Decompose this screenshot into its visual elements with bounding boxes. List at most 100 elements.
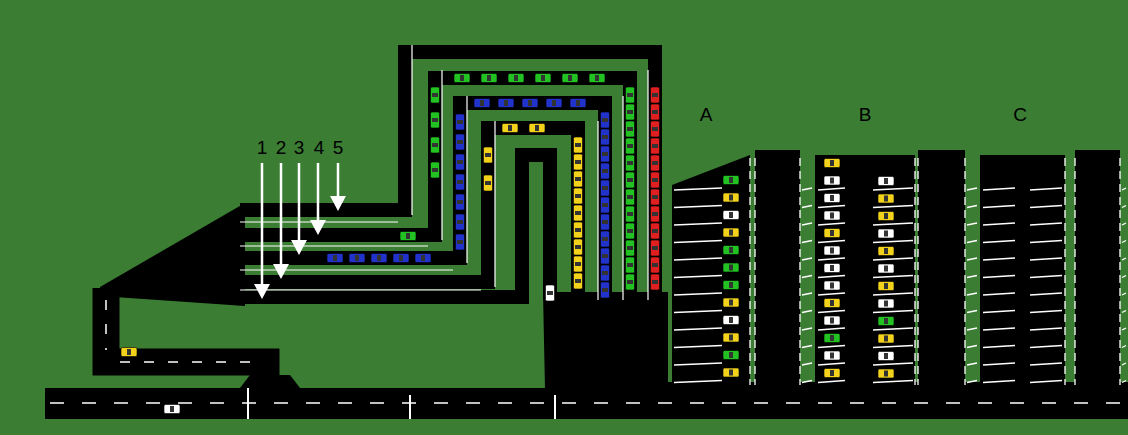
car-window [528, 100, 532, 106]
stall-line [983, 293, 1015, 295]
car [574, 205, 583, 221]
stall-line [818, 188, 845, 190]
road-marking [50, 402, 1128, 404]
car-window [421, 255, 425, 261]
car-window [377, 255, 381, 261]
car-window [552, 100, 556, 106]
stall-line [1122, 328, 1126, 330]
car-window [432, 143, 438, 147]
car-window [830, 265, 834, 271]
car [601, 146, 610, 162]
lot-border [1064, 158, 1065, 385]
car [824, 369, 840, 378]
car [601, 265, 610, 281]
car [327, 254, 343, 263]
car [651, 87, 660, 103]
car [878, 352, 894, 361]
car [431, 137, 440, 153]
lane-edge [240, 269, 453, 270]
lane-number: 5 [333, 138, 344, 157]
car [393, 254, 409, 263]
car [626, 87, 635, 103]
car [535, 74, 551, 83]
car [651, 240, 660, 256]
car-window [729, 300, 733, 306]
car-window [652, 195, 658, 199]
car-window [575, 160, 581, 164]
lane-edge [647, 70, 648, 300]
arrowhead [330, 196, 346, 211]
lot-border [1119, 158, 1120, 385]
stall-line [802, 311, 812, 313]
car [574, 188, 583, 204]
stall-line [1122, 346, 1126, 348]
stall-line [674, 206, 722, 208]
car-window [729, 335, 733, 341]
stall-line [802, 276, 812, 278]
stall-line [1030, 381, 1062, 383]
car-window [457, 160, 463, 164]
car-window [729, 247, 733, 253]
cars [121, 74, 894, 414]
stall-line [983, 223, 1015, 225]
main-road [45, 388, 1128, 419]
car [456, 114, 465, 130]
arrow-shaft [280, 163, 283, 266]
stall-line [818, 276, 845, 278]
car-window [652, 127, 658, 131]
car-window [602, 220, 608, 224]
car-window [729, 195, 733, 201]
car-window [627, 178, 633, 182]
car [878, 194, 894, 203]
arrowhead [254, 284, 270, 299]
car-window [652, 93, 658, 97]
queue-lane [240, 78, 630, 300]
car-window [884, 301, 888, 307]
lane-number: 3 [294, 138, 305, 157]
car [626, 189, 635, 205]
car [723, 263, 739, 272]
lane-edge [240, 245, 428, 246]
car [878, 177, 894, 186]
car [878, 247, 894, 256]
car [570, 99, 586, 108]
car [824, 159, 840, 168]
stall-line [802, 293, 812, 295]
car [601, 282, 610, 298]
stall-line [674, 363, 722, 365]
car [502, 124, 518, 133]
stall-line [1122, 311, 1126, 313]
car-window [830, 230, 834, 236]
car [651, 274, 660, 290]
car-window [884, 283, 888, 289]
car-window [884, 231, 888, 237]
stall-line [873, 363, 913, 365]
stall-line [1122, 206, 1126, 208]
stall-line [1030, 188, 1062, 190]
car [878, 229, 894, 238]
car [723, 176, 739, 185]
stall-line [1030, 328, 1062, 330]
lot-border [1074, 158, 1075, 385]
car-window [333, 255, 337, 261]
car-window [602, 203, 608, 207]
stall-line [1030, 223, 1062, 225]
road-marking [120, 361, 250, 363]
lane-funnel [100, 203, 245, 306]
car [626, 257, 635, 273]
parking-column [755, 150, 800, 390]
access-road [240, 375, 300, 388]
stall-line [983, 206, 1015, 208]
road-joint [554, 395, 556, 419]
lot-border [754, 158, 755, 385]
stall-line [818, 223, 845, 225]
lot-border [964, 158, 965, 385]
car [824, 246, 840, 255]
stall-line [967, 363, 977, 365]
car [601, 197, 610, 213]
stall-line [1030, 276, 1062, 278]
arrowhead [273, 264, 289, 279]
stall-line [873, 293, 913, 295]
stall-line [967, 241, 977, 243]
car [574, 222, 583, 238]
